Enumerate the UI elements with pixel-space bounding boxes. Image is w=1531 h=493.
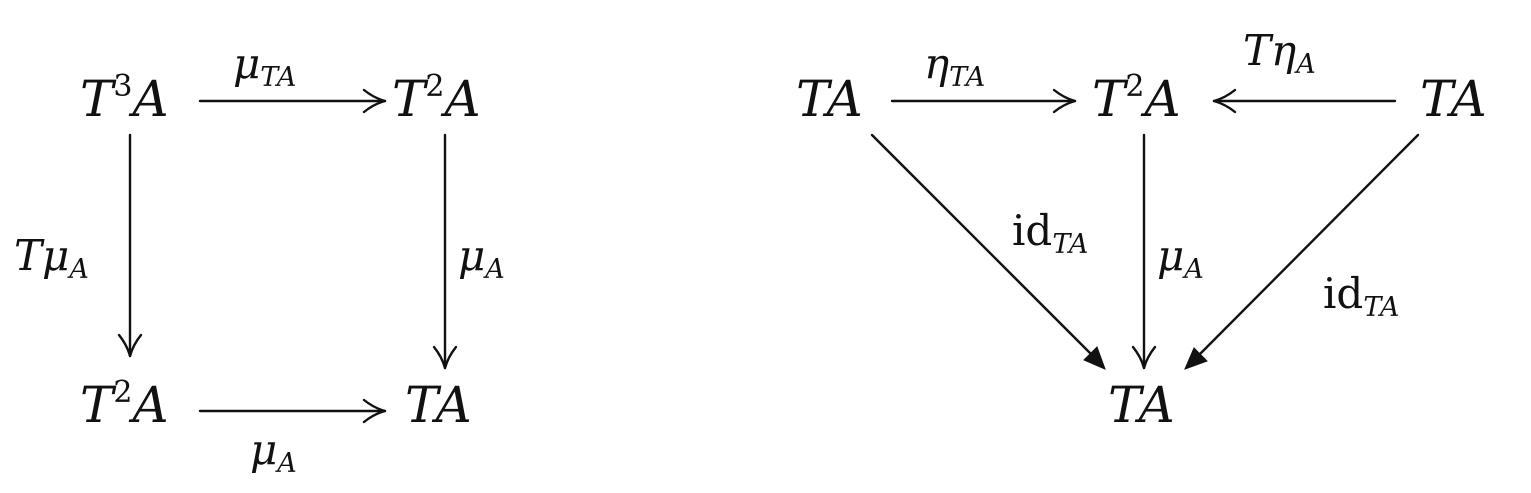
label-t-mu-a: TμA <box>14 231 89 285</box>
associativity-square: T3A T2A T2A TA μTA TμA μA μA <box>14 39 505 479</box>
node-t3a: T3A <box>80 69 169 128</box>
node-ta-left: TA <box>796 70 863 128</box>
node-ta-bottom: TA <box>1108 376 1175 434</box>
unit-triangle: TA T2A TA TA ηTA TηA idTA <box>796 26 1487 434</box>
label-eta-ta: ηTA <box>924 39 985 93</box>
label-mu-a-bottom: μA <box>250 425 297 479</box>
arrow-t-eta-a <box>1212 88 1397 114</box>
arrow-id-ta-left <box>870 133 1106 370</box>
arrow-id-ta-right <box>1184 133 1420 370</box>
label-id-ta-right: idTA <box>1323 269 1399 323</box>
node-t2a-top: T2A <box>392 69 481 128</box>
label-mu-a-right: μA <box>458 231 505 285</box>
arrow-eta-ta <box>890 88 1077 114</box>
arrow-mu-ta <box>198 88 387 114</box>
label-mu-ta: μTA <box>233 39 296 93</box>
node-ta-right: TA <box>1420 70 1487 128</box>
label-id-ta-left: idTA <box>1012 206 1088 260</box>
arrow-mu-a-bottom <box>198 398 387 424</box>
label-mu-a-vertical: μA <box>1157 231 1204 285</box>
label-t-eta-a: TηA <box>1243 26 1316 80</box>
arrow-mu-a-vertical <box>1131 133 1157 370</box>
arrow-t-mu-a <box>117 133 143 358</box>
node-t2a-center: T2A <box>1092 69 1181 128</box>
node-ta-bottom-right: TA <box>405 376 472 434</box>
node-t2a-bottom: T2A <box>80 375 169 434</box>
arrow-mu-a-right <box>432 133 458 370</box>
